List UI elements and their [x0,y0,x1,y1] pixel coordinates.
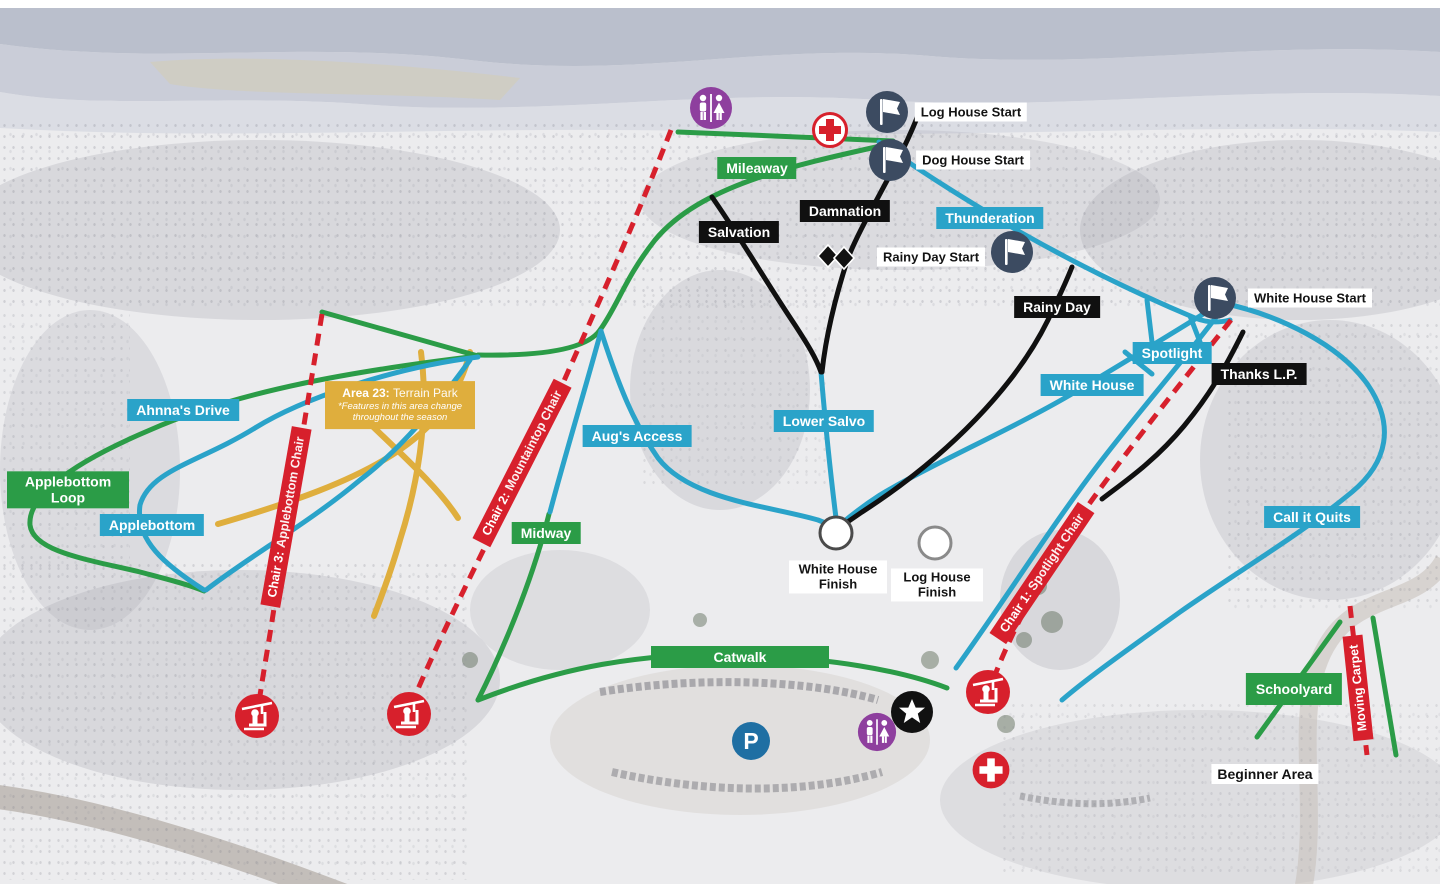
field-patch [150,58,520,100]
lodge-star-icon [891,691,933,733]
restroom-icon [690,87,732,129]
parking-icon: P [732,722,770,760]
trail-line-schoolyard [1370,615,1399,758]
trail-line-lower-salvo [818,369,839,521]
trail-label-rainy-day: Rainy Day [1014,296,1100,318]
chairlift-icon [387,692,431,736]
trail-label-schoolyard: Schoolyard [1245,673,1343,705]
trail-label-augs-access: Aug's Access [582,425,692,447]
marker-rainy-day-start: Rainy Day Start [876,247,986,267]
lift-line-chair1 [987,318,1233,689]
trail-line-white-house [838,303,1219,527]
bottom-margin [0,884,1440,894]
trail-line-summit-ridge [675,129,896,144]
parked-cars-row [1019,792,1151,808]
trail-label-white-house: White House [1040,374,1144,396]
area23-note: *Features in this area change throughout… [337,401,463,424]
trail-label-applebottom: Applebottom [99,514,205,536]
first-aid-icon [972,751,1010,789]
far-ridge [0,8,1440,66]
race-flag-icon [866,91,908,133]
trail-line-thanks-lp [1099,329,1246,502]
marker-log-house-start: Log House Start [914,102,1028,122]
trail-label-damnation: Damnation [799,200,891,222]
parked-cars-row [611,768,884,793]
mid-ridge [0,44,1440,108]
trail-line-applebottom-loop [319,309,481,359]
trail-label-thunderation: Thunderation [936,207,1044,229]
double-black-diamond-icon [816,243,856,271]
area23-name: Terrain Park [393,386,458,401]
trail-label-salvation: Salvation [698,221,780,243]
trail-label-spotlight: Spotlight [1132,342,1212,364]
trail-line-augs-access [598,328,841,531]
trail-label-catwalk: Catwalk [651,646,829,668]
trail-line-call-it-quits [1059,300,1387,703]
marker-beginner-area: Beginner Area [1211,764,1319,784]
trail-line-ahnnas-drive [136,354,481,593]
trail-label-midway: Midway [511,522,581,544]
trail-label-applebottom-loop: Applebottom Loop [7,471,129,509]
area23-prefix: Area 23: [342,386,390,401]
finish-circle [917,525,953,561]
trail-label-thanks-lp: Thanks L.P. [1211,363,1307,385]
trail-label-ahnnas-drive: Ahnna's Drive [127,399,239,421]
access-road [0,785,350,894]
parked-cars-row [599,678,880,704]
svg-text:P: P [743,728,758,754]
race-flag-icon [1194,277,1236,319]
first-aid-icon [812,112,848,148]
side-road [1293,555,1440,894]
restroom-icon [857,712,897,752]
trail-label-call-it-quits: Call it Quits [1264,506,1360,528]
trail-line-thunderation [876,139,1233,325]
marker-dog-house-start: Dog House Start [916,150,1030,170]
marker-white-house-start: White House Start [1248,288,1372,308]
finish-circle [818,515,854,551]
chairlift-icon [966,670,1010,714]
top-margin [0,0,1440,8]
race-flag-icon [869,139,911,181]
race-flag-icon [991,231,1033,273]
trail-connector [1144,297,1155,345]
chairlift-icon [235,694,279,738]
trail-line-midway-upper [547,328,604,515]
marker-white-house-finish: White House Finish [789,560,887,594]
trail-label-mileaway: Mileaway [717,157,797,179]
trail-label-lower-salvo: Lower Salvo [773,410,875,432]
area23-terrain-park-label: Area 23: Terrain Park *Features in this … [325,381,475,429]
marker-log-house-finish: Log House Finish [891,568,983,602]
